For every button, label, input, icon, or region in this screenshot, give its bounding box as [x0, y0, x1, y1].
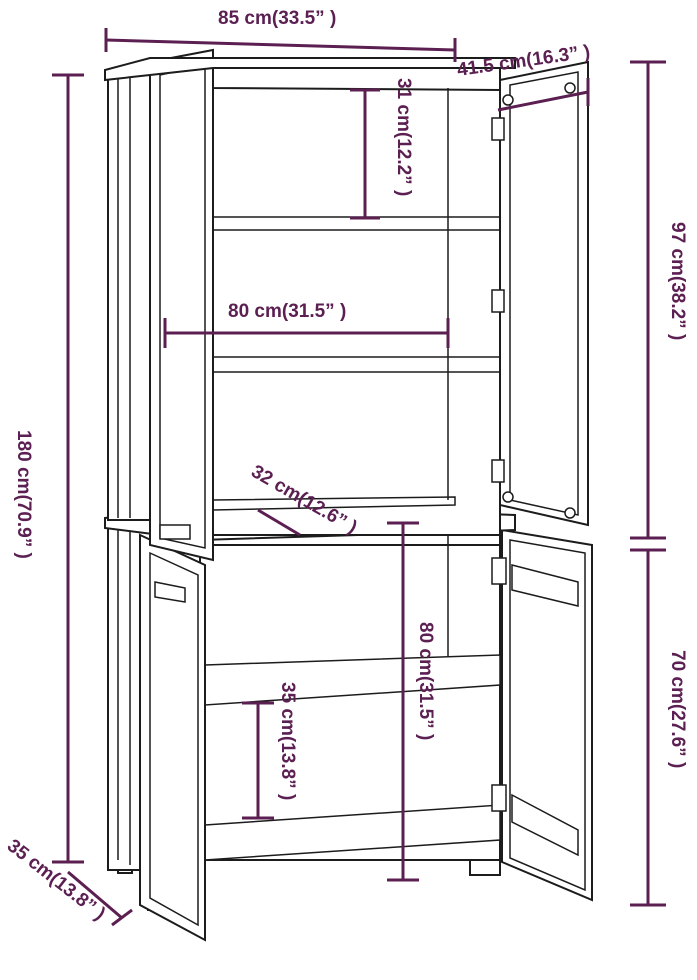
label-base-depth: 35 cm(13.8” ): [3, 835, 109, 924]
bottom-left-door: [139, 533, 206, 942]
hinge-icon: [491, 289, 505, 313]
handle-icon: [154, 581, 186, 603]
dimension-lines: [52, 28, 666, 927]
top-cabinet: [107, 58, 501, 536]
handle-bar-icon: [511, 564, 579, 607]
top-left-door: [149, 48, 214, 562]
top-crown: [104, 57, 516, 82]
hinge-icon: [491, 459, 505, 483]
label-inner-width: 80 cm(31.5” ): [228, 301, 346, 322]
top-right-door: [491, 60, 589, 527]
label-shelf-spacing-bottom: 35 cm(13.8” ): [277, 682, 298, 800]
label-total-width: 85 cm(33.5” ): [218, 8, 336, 29]
hinge-icon: [491, 557, 507, 585]
hinge-icon: [491, 117, 505, 141]
label-bottom-inner-height: 80 cm(31.5” ): [415, 622, 436, 740]
hinge-icon: [491, 784, 507, 812]
top-shelf-2: [212, 356, 501, 373]
label-shelf-spacing-top: 31 cm(12.2” ): [393, 78, 414, 196]
label-bottom-section-height: 70 cm(27.6” ): [667, 650, 688, 768]
label-top-section-height: 97 cm(38.2” ): [667, 222, 688, 340]
cabinet-drawing: [104, 48, 593, 942]
bottom-right-door: [491, 528, 593, 902]
handle-bar-icon: [511, 793, 579, 857]
label-total-height: 180 cm(70.9” ): [13, 430, 34, 559]
